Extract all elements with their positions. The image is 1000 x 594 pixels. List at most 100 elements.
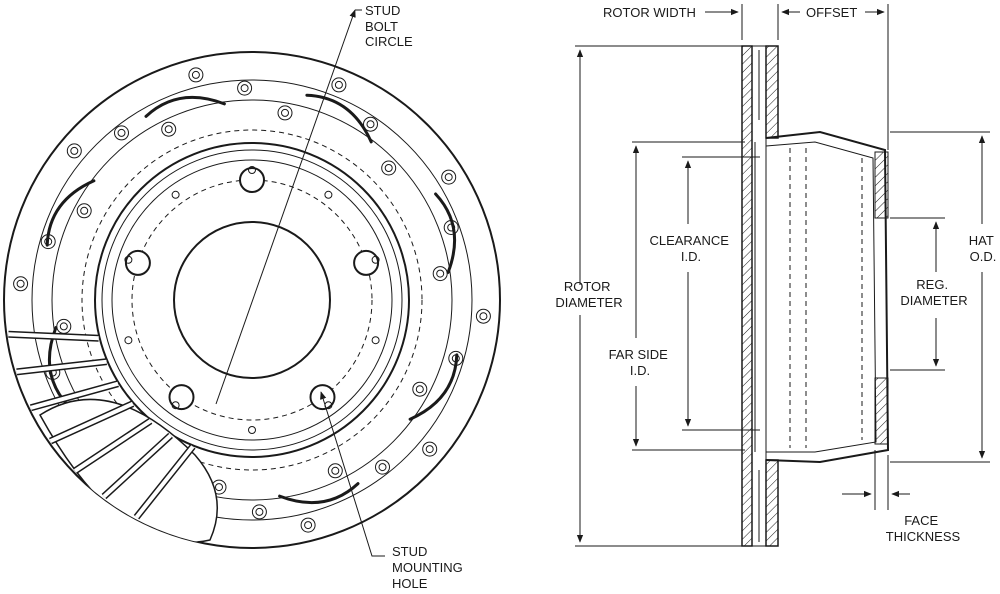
drill-hole-inner xyxy=(436,269,445,278)
drill-hole-outer xyxy=(363,116,378,132)
drill-hole-outer xyxy=(188,67,204,83)
outboard-face-bottom xyxy=(765,459,779,547)
vane-core xyxy=(134,445,195,519)
extension-lines xyxy=(575,4,990,547)
small-hole xyxy=(124,336,133,345)
slot xyxy=(45,179,96,247)
rotor-face-ring xyxy=(31,79,473,521)
small-hole xyxy=(171,401,180,410)
stud-holes xyxy=(124,167,380,411)
small-hole xyxy=(248,426,256,434)
drill-hole-inner xyxy=(444,173,453,182)
side-view: ROTOR WIDTH OFFSET ROTOR DIAMETER FAR SI… xyxy=(555,4,997,547)
drill-hole-outer xyxy=(375,459,390,475)
drill-hole-inner xyxy=(70,146,79,155)
rotor-outer-edge xyxy=(3,51,501,549)
offset-label: OFFSET xyxy=(806,5,857,20)
drill-hole-outer xyxy=(327,463,343,479)
vane-core xyxy=(73,419,152,473)
drill-hole-outer xyxy=(277,105,293,121)
drill-hole-inner xyxy=(59,322,68,331)
drill-hole-outer xyxy=(443,220,459,235)
drill-hole-inner xyxy=(331,466,340,475)
rotor-face xyxy=(3,51,501,549)
drill-hole-inner xyxy=(451,354,460,363)
hat-od-label: HAT O.D. xyxy=(969,233,997,264)
slot xyxy=(408,353,459,421)
drill-hole-outer xyxy=(412,381,428,397)
drill-hole-inner xyxy=(378,463,387,472)
drill-hole-outer xyxy=(76,203,92,219)
far-side-id-label: FAR SIDE I.D. xyxy=(609,347,672,378)
drill-hole-outer xyxy=(66,143,82,159)
small-hole xyxy=(248,166,256,174)
stud-hole xyxy=(168,384,195,411)
drill-hole-outer xyxy=(441,169,457,185)
drill-hole-outer xyxy=(237,80,253,96)
small-hole xyxy=(371,336,380,345)
drill-holes xyxy=(13,67,491,533)
drill-hole-inner xyxy=(334,80,343,89)
slot xyxy=(144,95,226,118)
hat-outer-ring xyxy=(81,129,423,471)
small-hole xyxy=(171,190,180,199)
hat-flange-top xyxy=(874,151,889,219)
drill-hole-outer xyxy=(422,441,438,457)
slot xyxy=(278,482,360,505)
drill-hole-inner xyxy=(384,164,393,172)
hat-profile-inner xyxy=(765,141,877,453)
drill-hole-outer xyxy=(475,308,491,324)
stud-bolt-circle-path xyxy=(131,179,373,421)
rotor-width-label: ROTOR WIDTH xyxy=(603,5,696,20)
vane-core xyxy=(30,381,119,410)
slot xyxy=(434,192,457,274)
drill-hole-outer xyxy=(40,234,56,250)
drill-hole-inner xyxy=(281,108,289,117)
drill-hole-inner xyxy=(255,507,264,516)
face-thickness-label: FACE THICKNESS xyxy=(886,513,961,544)
hat-small-holes xyxy=(124,166,380,434)
vane-core xyxy=(102,433,172,498)
hat-flange-bottom xyxy=(874,377,889,445)
drill-hole-inner xyxy=(164,125,173,134)
drill-hole-inner xyxy=(215,483,223,492)
reg-diameter-label: REG. DIAMETER xyxy=(900,277,967,308)
rotor-face-inner-ring xyxy=(51,99,453,501)
small-hole xyxy=(324,190,333,199)
drill-hole-outer xyxy=(432,266,448,282)
stud-hole xyxy=(239,167,265,193)
vane-cutaway xyxy=(8,330,218,544)
drill-hole-outer xyxy=(448,350,464,366)
drill-hole-inner xyxy=(44,237,53,246)
drill-hole-inner xyxy=(479,312,488,321)
drill-hole-inner xyxy=(304,521,313,530)
drill-hole-outer xyxy=(381,160,397,176)
drill-hole-inner xyxy=(117,128,126,137)
drill-hole-inner xyxy=(240,84,249,93)
small-hole xyxy=(371,255,380,264)
drill-hole-inner xyxy=(16,279,25,288)
drill-hole-inner xyxy=(191,70,200,79)
drill-hole-outer xyxy=(331,77,347,93)
stud-mounting-hole-leader xyxy=(320,391,385,557)
drill-hole-outer xyxy=(114,125,129,141)
small-hole xyxy=(124,255,133,264)
stud-mounting-hole-label: STUD MOUNTING HOLE xyxy=(392,544,466,591)
drill-hole-outer xyxy=(56,318,72,334)
drill-hole-outer xyxy=(161,121,177,137)
vane-core xyxy=(49,401,134,443)
hat-edge xyxy=(94,142,410,458)
drill-hole-inner xyxy=(425,445,434,454)
stud-bolt-circle-diameter-line xyxy=(215,9,356,405)
drill-hole-inner xyxy=(415,385,424,394)
stud-bolt-circle-label: STUD BOLT CIRCLE xyxy=(365,3,413,49)
vane-core xyxy=(16,359,107,374)
inboard-friction-face xyxy=(741,45,753,547)
front-view: STUD BOLT CIRCLE STUD MOUNTING HOLE xyxy=(3,3,501,591)
vane-core xyxy=(8,332,99,341)
center-bore xyxy=(173,221,331,379)
rotor-diameter-label: ROTOR DIAMETER xyxy=(555,279,622,310)
slot xyxy=(305,93,373,144)
outboard-face-top xyxy=(765,45,779,139)
